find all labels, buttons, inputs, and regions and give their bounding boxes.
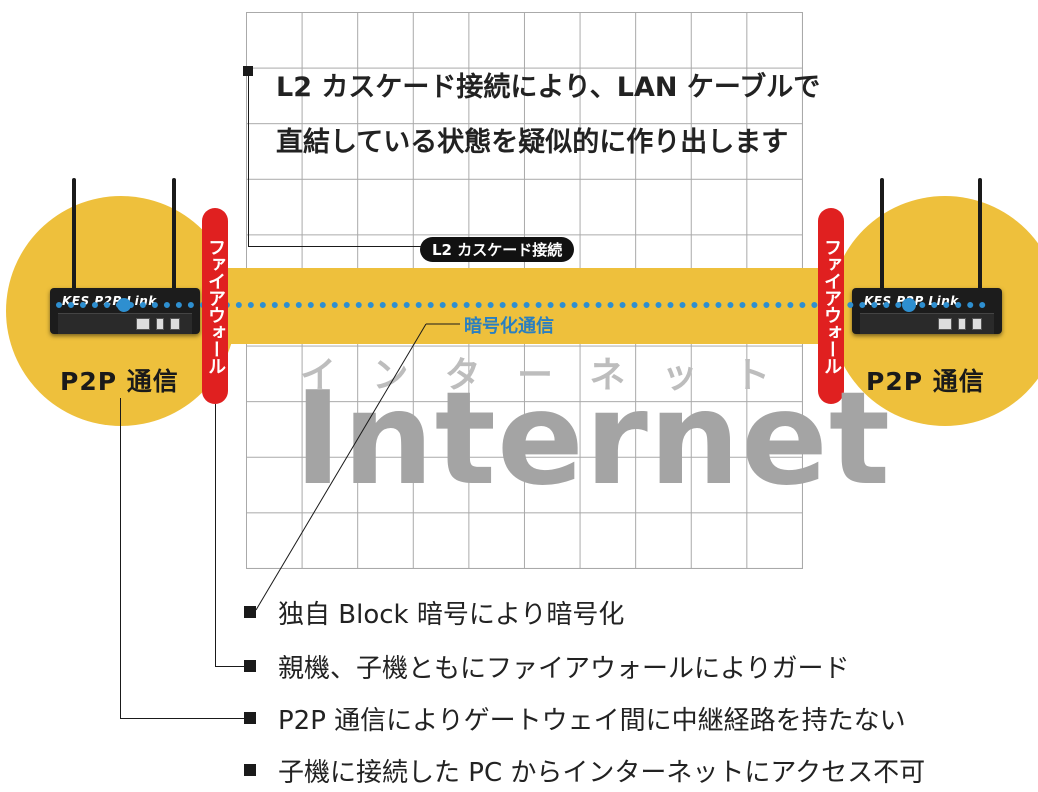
right-tunnel-endpoint (902, 298, 916, 312)
right-antenna-1 (880, 178, 884, 298)
top-bullet-line-2: 直結している状態を疑似的に作り出します (276, 127, 789, 158)
left-antenna-1 (72, 178, 76, 298)
left-device: KES P2P Link (50, 288, 200, 334)
encrypted-tunnel-line (56, 302, 986, 308)
top-bullet-text: L2 カスケード接続により、LAN ケーブルで 直結している状態を疑似的に作り出… (276, 60, 820, 170)
katakana-char: イ (300, 355, 337, 396)
l2-cascade-badge: L2 カスケード接続 (420, 237, 575, 262)
katakana-char: ン (372, 355, 409, 396)
right-device: KES P2P Link (852, 288, 1002, 334)
right-firewall-pill: ファイアウォール (818, 208, 844, 404)
connector-l2-h (248, 246, 422, 247)
bullet-4: 子機に接続した PC からインターネットにアクセス不可 (278, 758, 926, 788)
connector-p2p-h (120, 718, 254, 719)
katakana-char: ッ (661, 355, 698, 396)
connector-encryption (255, 323, 460, 611)
left-antenna-2 (172, 178, 176, 298)
left-firewall-pill: ファイアウォール (202, 208, 228, 404)
bullet-square-4 (244, 764, 256, 776)
internet-word: Internet (294, 365, 891, 514)
bullet-square-3 (244, 712, 256, 724)
bullet-square-2 (244, 660, 256, 672)
bullet-square-1 (244, 606, 256, 618)
connector-p2p (120, 398, 121, 718)
connector-firewall-h (215, 666, 255, 667)
top-bullet-line-1: L2 カスケード接続により、LAN ケーブルで (276, 72, 821, 103)
katakana-char: ト (733, 355, 770, 396)
bullet-3: P2P 通信によりゲートウェイ間に中継経路を持たない (278, 706, 906, 736)
katakana-char: ー (516, 355, 553, 396)
left-p2p-label: P2P 通信 (60, 367, 179, 396)
katakana-char: タ (444, 355, 481, 396)
internet-katakana: イ ン タ ー ネ ッ ト (300, 346, 770, 398)
bullet-2: 親機、子機ともにファイアウォールによりガード (278, 654, 850, 684)
connector-l2 (248, 76, 249, 246)
right-antenna-2 (978, 178, 982, 298)
connector-firewall (215, 404, 216, 666)
right-p2p-label: P2P 通信 (866, 367, 985, 396)
bullet-1: 独自 Block 暗号により暗号化 (278, 600, 625, 630)
encryption-label: 暗号化通信 (464, 316, 554, 337)
katakana-char: ネ (589, 355, 626, 396)
left-tunnel-endpoint (117, 298, 131, 312)
top-bullet-square (243, 66, 253, 76)
